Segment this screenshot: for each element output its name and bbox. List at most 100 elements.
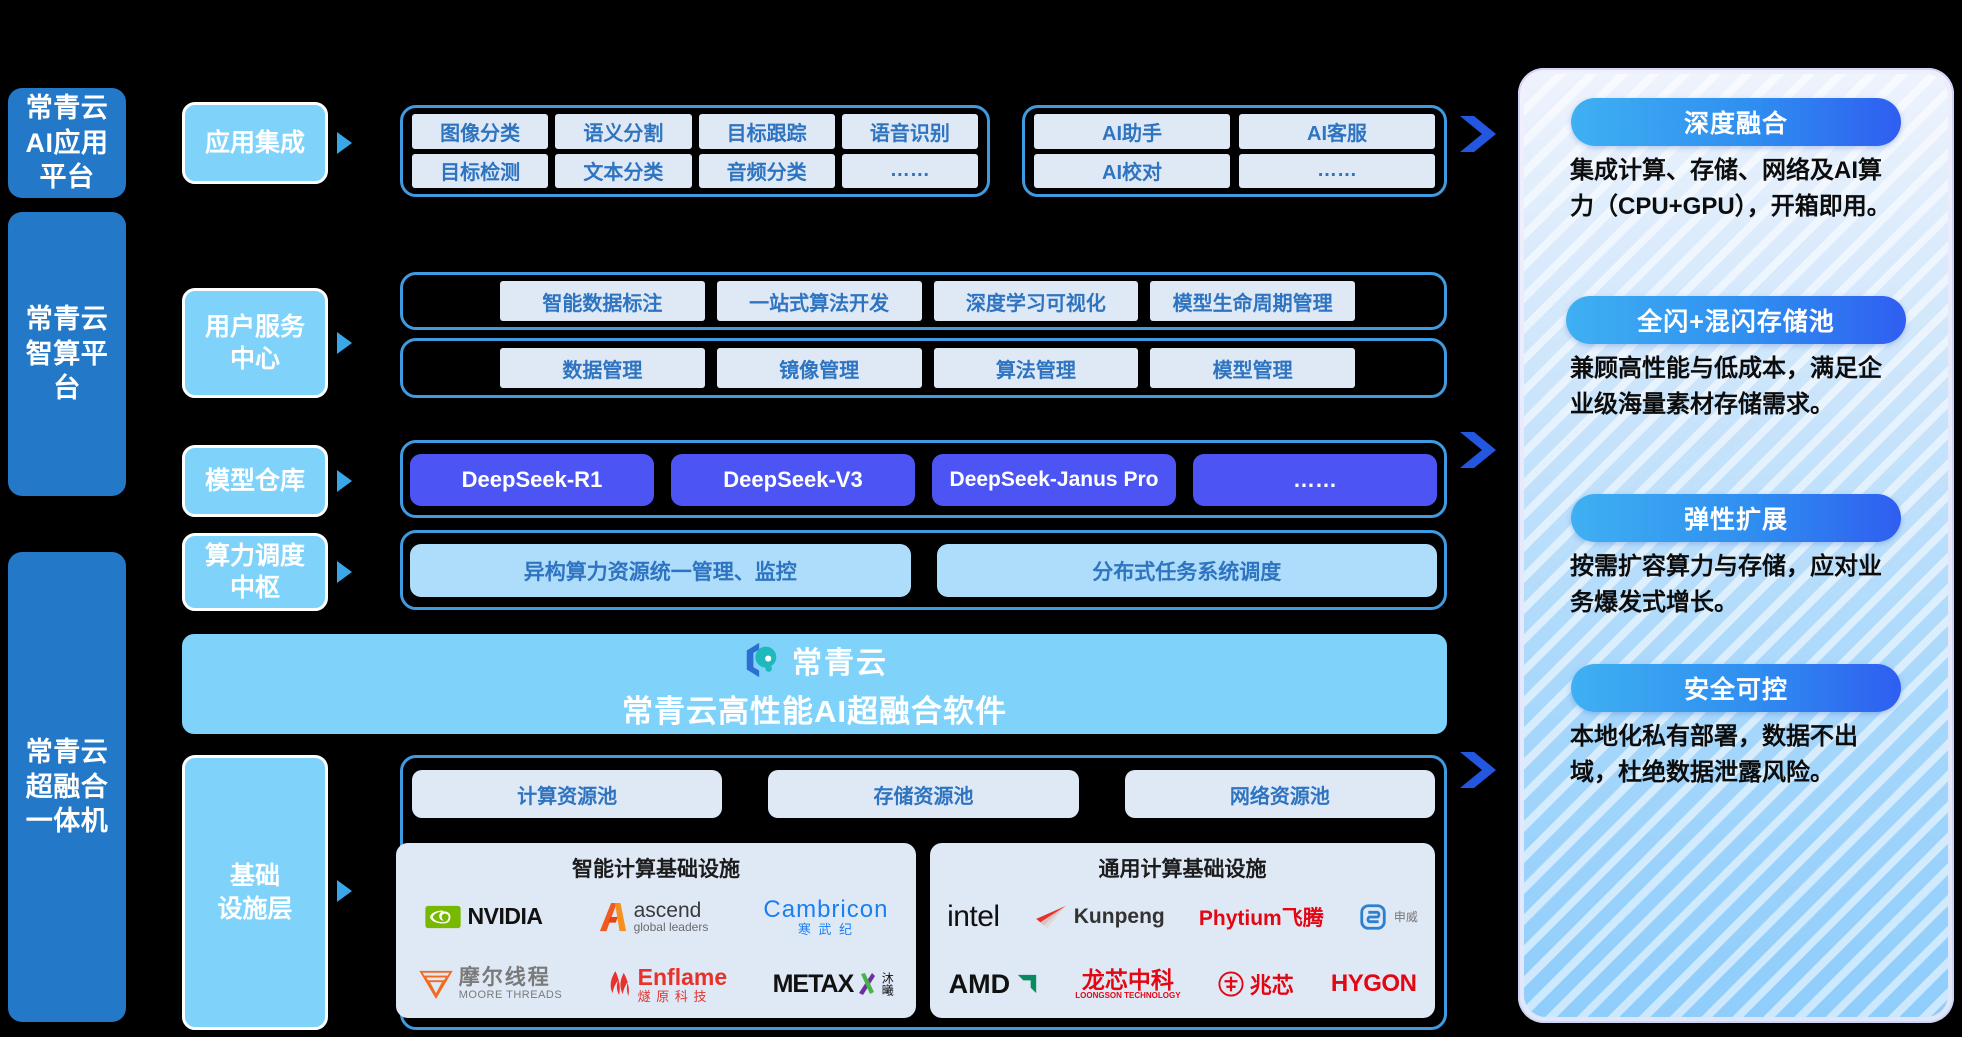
app-chip-more[interactable]: …… [841,153,978,188]
service-chip[interactable]: 模型管理 [1150,348,1355,388]
phytium-wordmark: Phytium飞腾 [1198,906,1324,930]
ai-chip-more[interactable]: …… [1239,153,1435,188]
moore-threads-mark-icon [419,971,453,1000]
app-chip[interactable]: 图像分类 [412,114,549,149]
ascend-wordmark: ascend [633,899,702,923]
moore-threads-chinese: 摩尔线程 [458,966,551,990]
benefit-item: 深度融合 集成计算、存储、网络及AI算力（CPU+GPU），开箱即用。 [1524,98,1948,224]
service-chip[interactable]: 智能数据标注 [500,281,705,321]
zhaoxin-mark-icon [1218,971,1244,997]
vendor-logo-row: 摩尔线程 MOORE THREADS Enflame 燧 原 科 技 METAX [396,951,916,1019]
resource-pool-chip[interactable]: 计算资源池 [412,770,723,818]
brand-logo-row: 常青云 [741,638,888,682]
intelligent-compute-infrastructure-panel: 智能计算基础设施 NVIDIA ascend global le [396,843,916,1018]
vendor-logo-row: intel Kunpeng Phytium飞腾 申威 [930,883,1435,951]
ai-chip[interactable]: AI校对 [1034,153,1230,188]
metax-logo: METAX 沐曦 [772,969,895,999]
tier-label: 常青云 智算平 台 [25,304,109,404]
metax-slash-icon [859,973,876,996]
chevron-arrow-bottom [1460,752,1496,788]
benefits-panel-inner: 深度融合 集成计算、存储、网络及AI算力（CPU+GPU），开箱即用。 全闪+混… [1524,74,1948,1017]
app-chip[interactable]: 音频分类 [698,153,835,188]
intel-wordmark: intel [947,899,1000,933]
resource-pool-chip[interactable]: 存储资源池 [768,770,1079,818]
resource-pool-chip[interactable]: 网络资源池 [1124,770,1435,818]
benefit-title: 深度融合 [1571,98,1901,146]
service-chip[interactable]: 数据管理 [500,348,705,388]
layer-label-text: 基础 设施层 [217,862,293,923]
scheduler-chip[interactable]: 异构算力资源统一管理、监控 [410,544,911,597]
nvidia-logo: NVIDIA [424,903,543,930]
app-chip[interactable]: 语义分割 [555,114,692,149]
vendor-logo-row: AMD 龙芯中科 LOONGSON TECHNOLOGY 兆芯 HYGON [930,951,1435,1019]
enflame-flame-icon [610,971,629,997]
model-repo-group [400,440,1447,518]
nvidia-eye-icon [424,905,461,928]
benefit-item: 安全可控 本地化私有部署，数据不出域，杜绝数据泄露风险。 [1524,664,1948,790]
panel-title: 通用计算基础设施 [1098,858,1267,881]
metax-chinese: 沐曦 [880,972,895,997]
app-chip[interactable]: 目标检测 [412,153,549,188]
brand-name: 常青云 [792,646,888,680]
tier-intelligent-computing-platform: 常青云 智算平 台 [8,212,126,496]
model-chip-more[interactable]: …… [1193,454,1437,506]
cambricon-wordmark: Cambricon [763,896,889,924]
benefit-description: 按需扩容算力与存储，应对业务爆发式增长。 [1570,553,1882,616]
arrow-to-user-service [337,332,352,354]
zhaoxin-chinese: 兆芯 [1249,973,1294,999]
layer-label-application-integration: 应用集成 [182,102,328,184]
sunway-logo: 申威 [1358,902,1418,932]
kunpeng-wing-icon [1035,905,1066,928]
model-repo-chips: DeepSeek-R1 DeepSeek-V3 DeepSeek-Janus P… [410,454,1437,506]
loongson-wordmark: LOONGSON TECHNOLOGY [1075,991,1181,1001]
kunpeng-logo: Kunpeng [1034,905,1165,929]
kunpeng-wordmark: Kunpeng [1073,904,1165,928]
model-chip[interactable]: DeepSeek-Janus Pro [932,454,1176,506]
user-service-group-row1 [400,272,1447,330]
arrow-to-model-repo [337,470,352,492]
metax-wordmark: METAX [772,969,855,998]
ai-chip[interactable]: AI助手 [1034,114,1230,149]
model-chip[interactable]: DeepSeek-V3 [671,454,915,506]
benefit-description: 本地化私有部署，数据不出域，杜绝数据泄露风险。 [1570,723,1858,786]
user-service-chips-row1: 智能数据标注 一站式算法开发 深度学习可视化 模型生命周期管理 [500,281,1355,321]
service-chip[interactable]: 镜像管理 [716,348,922,388]
service-chip[interactable]: 模型生命周期管理 [1150,281,1355,321]
benefit-description: 兼顾高性能与低成本，满足企业级海量素材存储需求。 [1570,355,1882,418]
ascend-mark-icon [599,902,626,931]
layer-label-compute-scheduler: 算力调度 中枢 [182,533,328,611]
amd-arrow-icon [1017,975,1037,994]
layer-label-user-service-center: 用户服务 中心 [182,288,328,398]
layer-label-text: 模型仓库 [204,466,305,495]
app-chip[interactable]: 语音识别 [841,114,978,149]
service-chip[interactable]: 深度学习可视化 [933,281,1139,321]
ai-chip[interactable]: AI客服 [1239,114,1435,149]
enflame-chinese: 燧 原 科 技 [637,988,708,1004]
cambricon-logo: Cambricon 寒 武 纪 [763,897,888,936]
app-integration-chips-left: 图像分类 语义分割 目标跟踪 语音识别 目标检测 文本分类 音频分类 …… [412,114,978,188]
chevron-arrow-top [1460,116,1496,152]
scheduler-chip[interactable]: 分布式任务系统调度 [936,544,1437,597]
model-chip[interactable]: DeepSeek-R1 [410,454,654,506]
layer-label-model-repository: 模型仓库 [182,445,328,517]
scheduler-group [400,530,1447,610]
service-chip[interactable]: 算法管理 [933,348,1139,388]
arrow-to-scheduler [337,561,352,583]
chevron-arrow-middle [1460,432,1496,468]
moore-threads-logo: 摩尔线程 MOORE THREADS [419,967,562,1001]
app-chip[interactable]: 目标跟踪 [698,114,835,149]
app-chip[interactable]: 文本分类 [555,153,692,188]
tier-hyperconverged-appliance: 常青云 超融合 一体机 [8,552,126,1022]
tier-label: 常青云 AI应用 平台 [25,93,109,193]
user-service-group-row2 [400,338,1447,398]
benefits-panel: 深度融合 集成计算、存储、网络及AI算力（CPU+GPU），开箱即用。 全闪+混… [1518,68,1954,1023]
resource-pool-row: 计算资源池 存储资源池 网络资源池 [412,770,1435,818]
tier-ai-application-platform: 常青云 AI应用 平台 [8,88,126,198]
arrow-to-application-integration [337,132,352,154]
banner-title: 常青云高性能AI超融合软件 [622,693,1007,729]
app-integration-group-right [1022,105,1447,197]
service-chip[interactable]: 一站式算法开发 [716,281,922,321]
loongson-chinese: 龙芯中科 [1081,966,1174,993]
cambricon-chinese: 寒 武 纪 [797,921,855,937]
